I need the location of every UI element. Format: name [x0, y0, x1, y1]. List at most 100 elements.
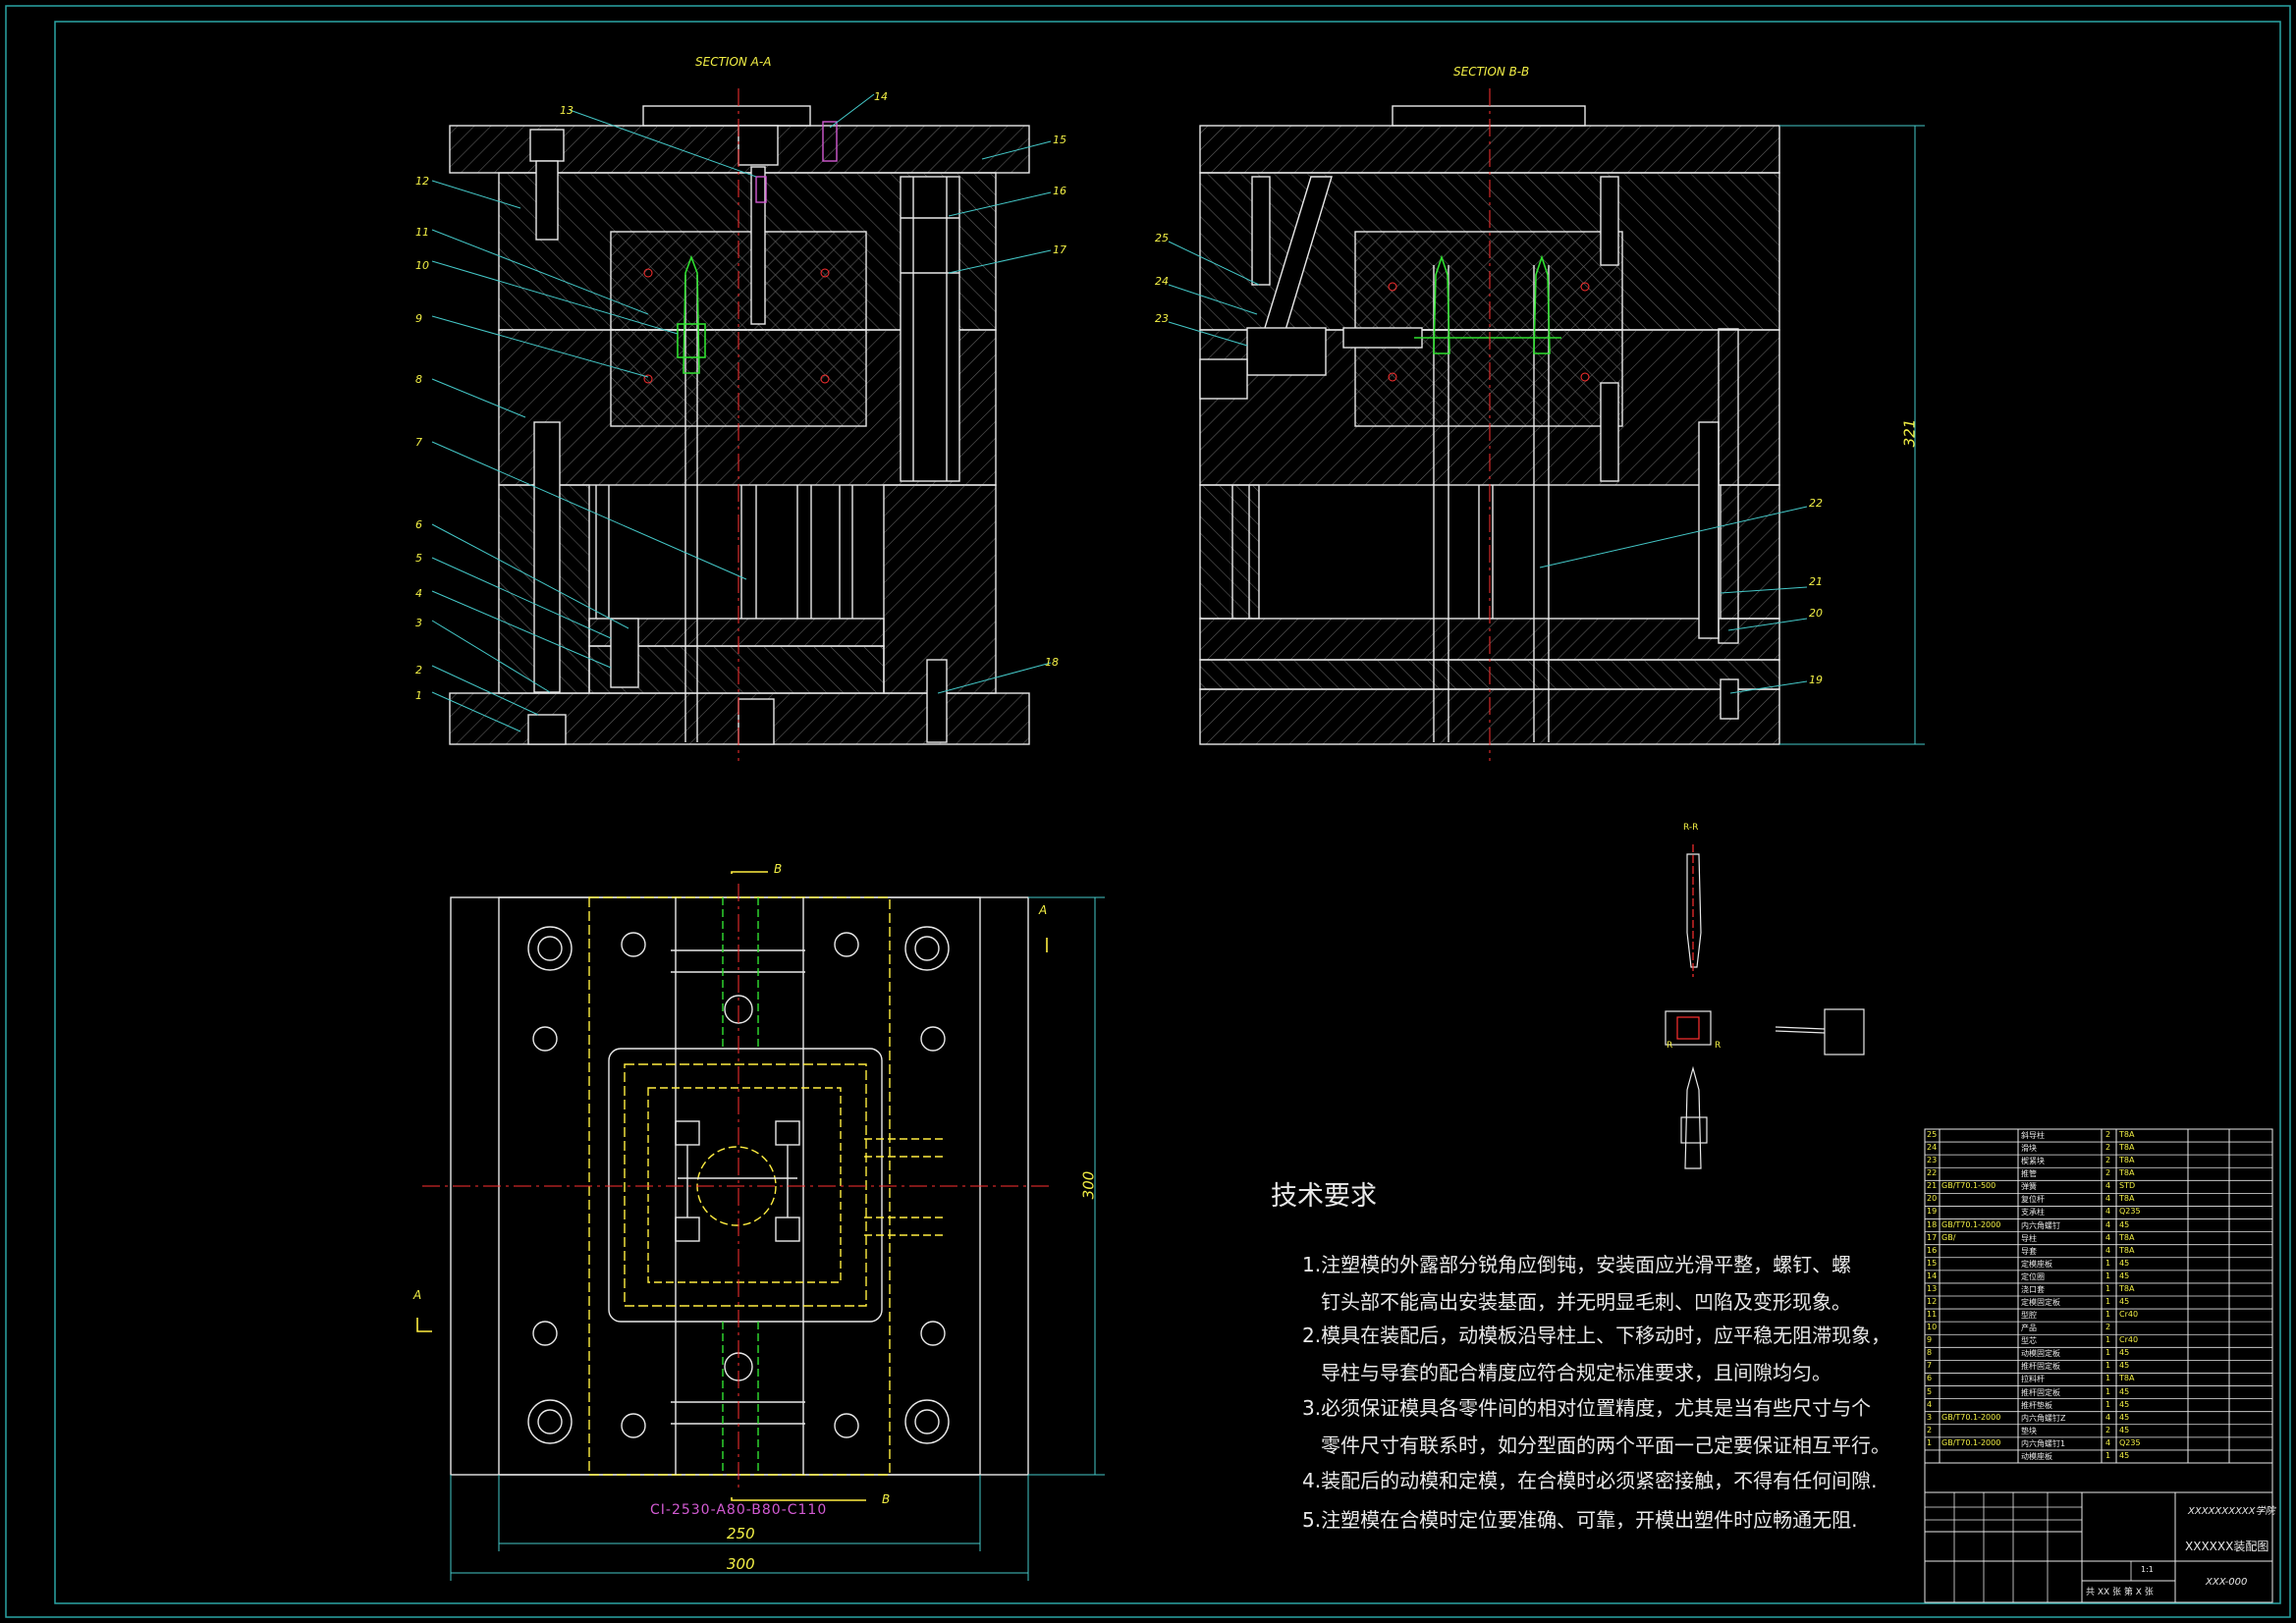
bom-cell: 定模固定板 [2021, 1298, 2060, 1307]
bom-cell: 2 [2105, 1143, 2111, 1153]
tech-requirement-line: 3.必须保证模具各零件间的相对位置精度，尤其是当有些尺寸与个 [1302, 1396, 1872, 1420]
detail-view-label: R-R [1683, 823, 1699, 833]
bom-cell: T8A [2119, 1374, 2135, 1383]
tech-requirement-line: 4.装配后的动模和定模，在合模时必须紧密接触，不得有任何间隙. [1302, 1469, 1878, 1492]
tech-requirements-title: 技术要求 [1271, 1181, 1377, 1212]
bom-cell: 弹簧 [2021, 1182, 2037, 1192]
bom-cell: 内六角螺钉 [2021, 1220, 2060, 1230]
section-a-balloon: 16 [1053, 185, 1066, 197]
bom-cell: 3 [1927, 1412, 1933, 1422]
bom-cell: 定位圈 [2021, 1271, 2045, 1281]
mold-base-code: CI-2530-A80-B80-C110 [650, 1502, 828, 1518]
bom-cell: 11 [1927, 1310, 1938, 1320]
outer-frame [5, 5, 2291, 1618]
bom-cell: 动模座板 [2021, 1451, 2052, 1461]
bom-cell: 45 [2119, 1450, 2130, 1460]
section-a-balloon: 5 [415, 552, 422, 565]
bom-cell: 4 [2105, 1207, 2111, 1217]
section-b-balloon: 22 [1809, 497, 1823, 510]
bom-cell: 2 [1927, 1425, 1933, 1434]
cut-markers [416, 871, 1048, 1501]
section-a-balloon: 6 [415, 518, 422, 531]
section-b-balloon: 19 [1809, 674, 1823, 686]
bom-cell: 25 [1927, 1130, 1938, 1139]
tech-requirement-line: 1.注塑模的外露部分锐角应倒钝，安装面应光滑平整，螺钉、螺 [1302, 1253, 1852, 1276]
dim-250: 250 [727, 1525, 755, 1542]
bom-cell: 1 [2105, 1374, 2111, 1383]
bom-cell: T8A [2119, 1143, 2135, 1153]
bom-cell: 23 [1927, 1156, 1938, 1165]
bom-cell: 45 [2119, 1412, 2130, 1422]
section-a-balloon: 8 [415, 373, 422, 386]
bom-cell: 14 [1927, 1271, 1938, 1280]
bom-cell: T8A [2119, 1168, 2135, 1178]
section-a-balloon: 14 [874, 90, 888, 103]
section-a-balloon: 1 [415, 689, 422, 702]
section-b-balloon: 20 [1809, 607, 1823, 620]
detail-views [1665, 844, 1865, 1169]
section-a-balloon: 12 [415, 175, 429, 188]
bom-cell: 1 [2105, 1361, 2111, 1371]
bom-cell: 滑块 [2021, 1144, 2037, 1154]
bom-cell: 7 [1927, 1361, 1933, 1371]
bom-cell: 19 [1927, 1207, 1938, 1217]
bom-cell: 产品 [2021, 1324, 2037, 1333]
bom-cell: 斜导柱 [2021, 1131, 2045, 1140]
bom-cell: 45 [2119, 1348, 2130, 1358]
section-a-balloon: 9 [415, 312, 422, 325]
bom-cell: 2 [2105, 1130, 2111, 1139]
bom-cell: 4 [2105, 1245, 2111, 1255]
bom-cell: T8A [2119, 1283, 2135, 1293]
dim-321-lines [1779, 125, 1925, 745]
bom-cell: GB/T70.1-2000 [1941, 1412, 2001, 1422]
bom-cell: 4 [2105, 1437, 2111, 1447]
bom-cell: 13 [1927, 1283, 1938, 1293]
detail-cut-r-right: R [1715, 1041, 1722, 1051]
section-b-title: SECTION B-B [1453, 65, 1530, 79]
title-sheet: 共 XX 张 第 X 张 [2086, 1588, 2154, 1597]
bom-cell: 2 [2105, 1425, 2111, 1434]
bom-cell: 导套 [2021, 1246, 2037, 1256]
section-b-balloon: 25 [1155, 232, 1169, 244]
bom-cell: 4 [2105, 1232, 2111, 1242]
bom-cell: 推杆固定板 [2021, 1387, 2060, 1397]
tech-requirement-line: 零件尺寸有联系时，如分型面的两个平面一己定要保证相互平行。 [1321, 1434, 1890, 1457]
tech-requirement-line: 钉头部不能高出安装基面，并无明显毛刺、凹陷及变形现象。 [1321, 1290, 1851, 1314]
detail-cut-r-left: R [1667, 1041, 1673, 1051]
section-b-balloon: 24 [1155, 275, 1169, 288]
bom-cell: Q235 [2119, 1437, 2141, 1447]
inner-frame [54, 21, 2281, 1604]
bom-cell: GB/ [1941, 1232, 1956, 1242]
bom-cell: GB/T70.1-2000 [1941, 1219, 2001, 1229]
bom-cell: 垫块 [2021, 1426, 2037, 1435]
section-a-balloon: 3 [415, 617, 422, 629]
bom-cell: 1 [2105, 1450, 2111, 1460]
bom-cell: 1 [2105, 1297, 2111, 1306]
bom-cell: 型芯 [2021, 1336, 2037, 1346]
plan-dimension-lines [450, 896, 1105, 1581]
bom-cell: 2 [2105, 1168, 2111, 1178]
bom-cell: 45 [2119, 1219, 2130, 1229]
bom-cell: 4 [2105, 1219, 2111, 1229]
section-b-balloon: 21 [1809, 575, 1823, 588]
bom-cell: GB/T70.1-2000 [1941, 1437, 2001, 1447]
bom-cell: 1 [2105, 1271, 2111, 1280]
bom-cell: 1 [2105, 1348, 2111, 1358]
section-a-a [449, 105, 1030, 745]
bom-cell: 动模固定板 [2021, 1349, 2060, 1359]
bom-cell: 12 [1927, 1297, 1938, 1306]
section-b-center-holes [1388, 282, 1590, 382]
bom-cell: 推杆垫板 [2021, 1400, 2052, 1410]
section-a-balloon: 7 [415, 436, 422, 449]
bom-cell: 推管 [2021, 1169, 2037, 1179]
bom-cell: 楔紧块 [2021, 1157, 2045, 1166]
bom-cell: 1 [2105, 1283, 2111, 1293]
title-drawing-no: XXX-000 [2206, 1577, 2248, 1588]
bom-cell: 16 [1927, 1245, 1938, 1255]
bom-cell: T8A [2119, 1130, 2135, 1139]
bom-cell: Q235 [2119, 1207, 2141, 1217]
bom-cell: 4 [2105, 1412, 2111, 1422]
bom-cell: 4 [2105, 1181, 2111, 1191]
bom-cell: 5 [1927, 1386, 1933, 1396]
